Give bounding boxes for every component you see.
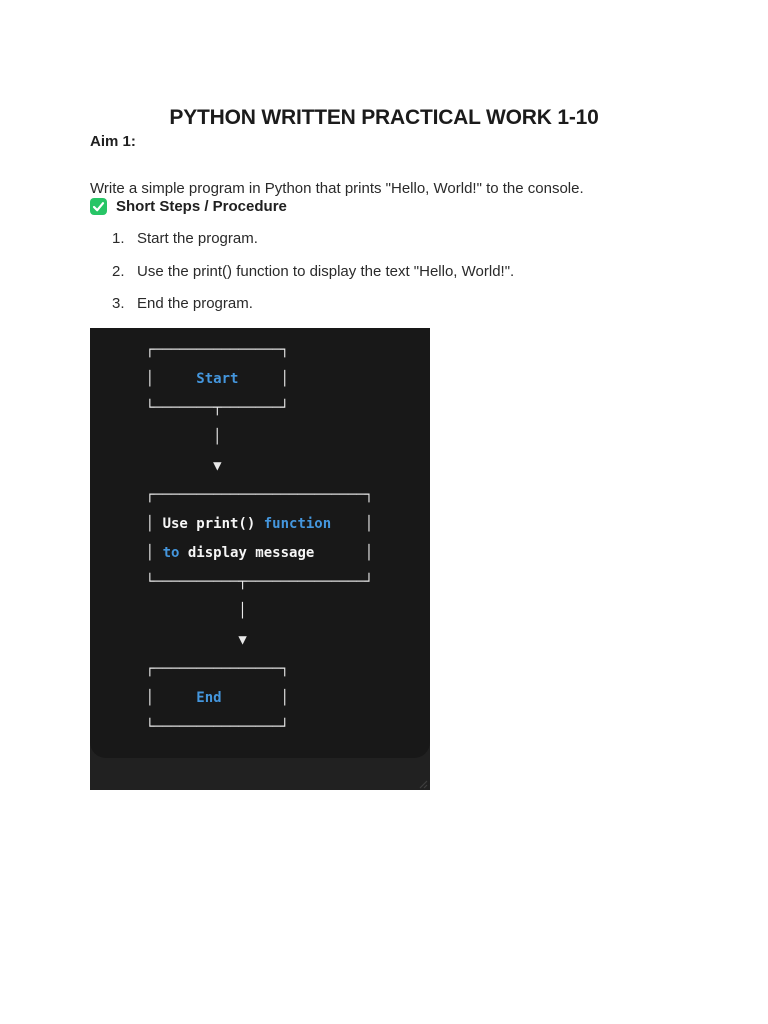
step-text: Start the program. [137, 230, 258, 247]
flowchart-line: │ Use print() function │ [112, 516, 374, 532]
step-item: 2. Use the print() function to display th… [90, 262, 690, 281]
page-title: PYTHON WRITTEN PRACTICAL WORK 1-10 [169, 106, 599, 130]
step-item: 1. Start the program. [90, 230, 690, 248]
resize-grip-icon [416, 776, 428, 789]
flowchart-line: └───────────────┘ [112, 719, 290, 735]
step-number: 2. [112, 262, 125, 280]
green-check-icon [90, 198, 107, 215]
step-text: End the program. [137, 295, 253, 312]
steps-list: 1. Start the program. 2. Use the print() fu… [90, 230, 690, 329]
flowchart-line: ▼ [112, 458, 222, 474]
flowchart-ascii: ┌───────────────┐ │ Start │ └───────┬───… [90, 328, 430, 742]
step-number: 1. [112, 230, 125, 247]
steps-heading: Short Steps / Procedure [90, 198, 287, 215]
flowchart-line: ┌─────────────────────────┐ [112, 487, 374, 503]
flowchart-code-block: ┌───────────────┐ │ Start │ └───────┬───… [90, 328, 430, 790]
flowchart-line: │ [112, 429, 222, 445]
step-item: 3. End the program. [90, 295, 690, 313]
flowchart-line: ┌───────────────┐ [112, 342, 290, 358]
flowchart-code-panel: ┌───────────────┐ │ Start │ └───────┬───… [90, 328, 430, 758]
step-number: 3. [112, 295, 125, 312]
steps-heading-label: Short Steps / Procedure [116, 198, 287, 215]
aim-text: Write a simple program in Python that pr… [90, 180, 584, 197]
flowchart-line: │ to display message │ [112, 545, 374, 561]
flowchart-line: ▼ [112, 632, 247, 648]
flowchart-line: │ End │ [112, 690, 290, 706]
flowchart-line: └──────────┬──────────────┘ [112, 574, 374, 590]
flowchart-line: └───────┬───────┘ [112, 400, 290, 416]
step-text: Use the print() function to display the … [137, 262, 515, 280]
flowchart-line: ┌───────────────┐ [112, 661, 290, 677]
aim-heading: Aim 1: [90, 133, 136, 150]
flowchart-line: │ [112, 603, 247, 619]
flowchart-line: │ Start │ [112, 371, 290, 387]
